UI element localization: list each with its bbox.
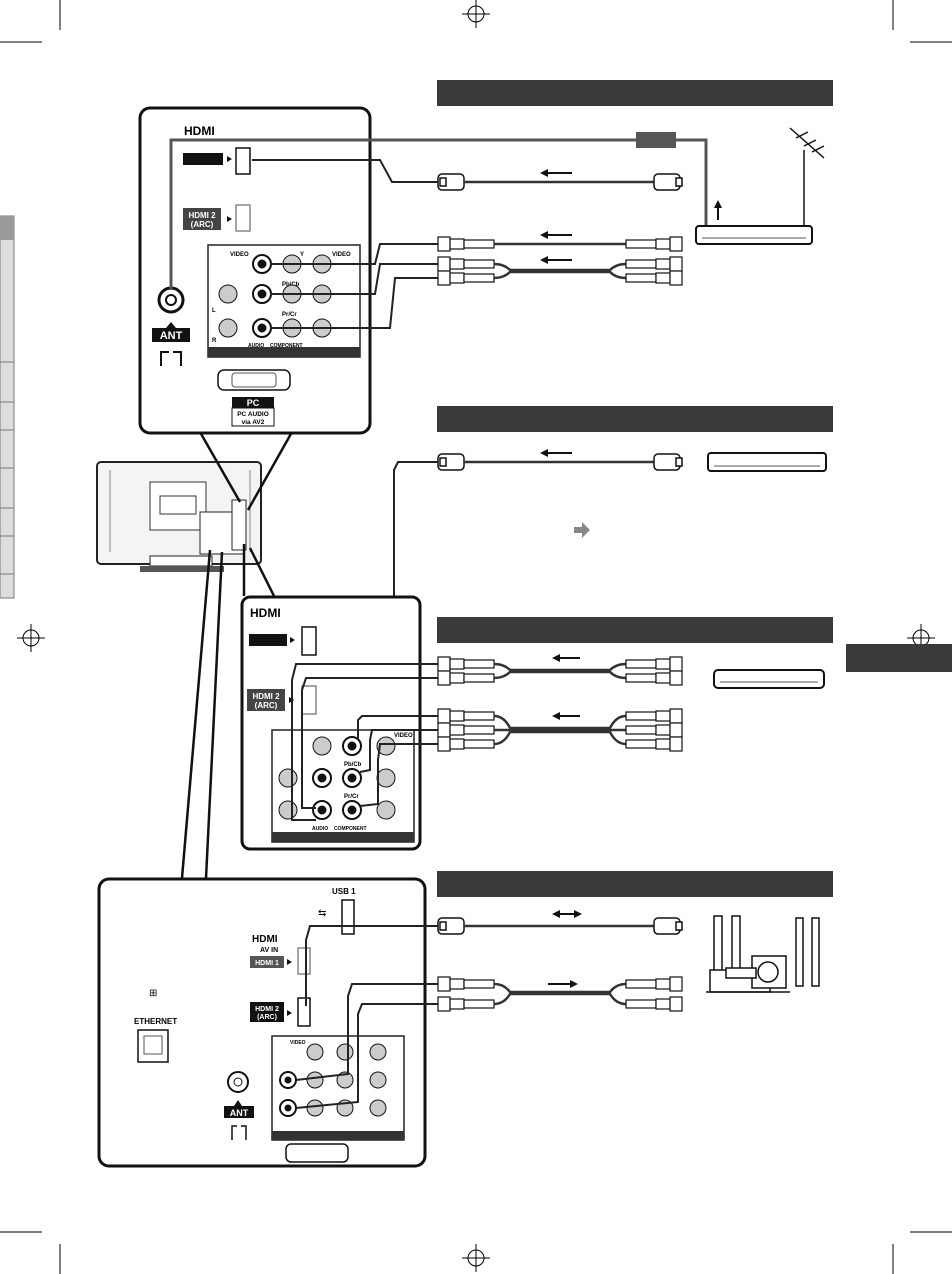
side-index-tabs xyxy=(0,215,15,599)
usb1-port[interactable] xyxy=(341,899,355,935)
hdmi1-port-c[interactable] xyxy=(297,947,311,975)
rca-jacks-b[interactable] xyxy=(278,736,396,820)
arrow-5 xyxy=(552,654,580,662)
callout-lines xyxy=(180,431,294,879)
hdmi-logo-c: HDMI xyxy=(252,934,278,945)
hdmi1-port[interactable] xyxy=(235,147,251,175)
label-video-c: VIDEO xyxy=(290,1040,306,1046)
dvd-player xyxy=(713,669,825,689)
section-bar-3 xyxy=(437,617,833,643)
panel-a-cables xyxy=(169,132,708,329)
arrow-7-bidirectional xyxy=(552,910,582,918)
rca-cable-audio-2 xyxy=(437,656,683,686)
hdmi2-c-l2: (ARC) xyxy=(257,1014,277,1021)
hdmi-logo-b: HDMI xyxy=(250,606,281,620)
rca-cable-audio-out xyxy=(437,976,683,1012)
label-l-a: L xyxy=(212,308,216,314)
rca-cable-video-1 xyxy=(437,236,683,252)
hdmi2-c-l1: HDMI 2 xyxy=(255,1006,279,1013)
arrow-1 xyxy=(540,169,572,177)
av-in-label: AV IN xyxy=(260,947,278,954)
hdmi2-port[interactable] xyxy=(235,204,251,232)
registration-mark-top xyxy=(462,0,490,28)
ethernet-label: ETHERNET xyxy=(134,1017,177,1026)
label-video-b: VIDEO xyxy=(394,733,413,739)
label-audio-a: AUDIO xyxy=(248,343,264,349)
hdmi2-port-b[interactable] xyxy=(301,685,317,715)
arrow-8 xyxy=(548,980,578,988)
label-pb-b: Pb/Cb xyxy=(344,762,362,768)
label-component-a: COMPONENT xyxy=(270,343,303,349)
antenna-icon xyxy=(789,127,825,226)
label-pr-b: Pr/Cr xyxy=(344,794,359,800)
hdmi1-port-b[interactable] xyxy=(301,626,317,656)
panel-a: HDMI HDMI 2 (ARC) VIDEO VIDEO Y Pb/Cb Pr… xyxy=(138,106,372,435)
usb1-label: USB 1 xyxy=(332,887,356,896)
registration-mark-left xyxy=(17,624,45,652)
section-bar-2 xyxy=(437,406,833,432)
section-bar-1 xyxy=(437,80,833,106)
home-theater-system xyxy=(706,915,820,993)
hdmi2-label-l2: (ARC) xyxy=(191,220,214,229)
arrow-6 xyxy=(552,712,580,720)
pc-audio-l2: via AV2 xyxy=(242,419,265,426)
side-tab-right xyxy=(846,644,952,672)
panel-b: HDMI HDMI 2 (ARC) VIDEO Pb/Cb Pr/Cr AUDI… xyxy=(240,595,438,851)
label-pr-a: Pr/Cr xyxy=(282,312,297,318)
hdmi2-b-l1: HDMI 2 xyxy=(252,692,280,701)
rca-cable-component xyxy=(437,708,683,752)
ant-label-c: ANT xyxy=(230,1108,249,1118)
hdmi2-port-c[interactable] xyxy=(297,997,311,1027)
rca-cable-audio-1 xyxy=(437,256,683,286)
pc-label-a: PC xyxy=(247,398,260,408)
arrow-4 xyxy=(540,449,572,457)
ant-label-a: ANT xyxy=(160,330,183,342)
pc-port-c[interactable] xyxy=(285,1143,349,1163)
label-y-a: Y xyxy=(300,252,304,258)
hdmi-cable-3 xyxy=(437,917,683,935)
pc-audio-l1: PC AUDIO xyxy=(237,411,269,418)
hdmi-logo: HDMI xyxy=(184,124,215,138)
label-video-a2: VIDEO xyxy=(332,252,351,258)
label-r-a: R xyxy=(212,338,217,344)
registration-mark-bottom xyxy=(462,1244,490,1272)
ethernet-icon: ⊞ xyxy=(149,988,157,999)
arrow-2 xyxy=(540,231,572,239)
ref-arrow-icon xyxy=(574,522,590,538)
arrow-3 xyxy=(540,256,572,264)
hdmi2-b-l2: (ARC) xyxy=(255,701,278,710)
label-audio-b: AUDIO xyxy=(312,826,328,832)
set-top-box xyxy=(695,200,813,245)
panel-c: USB 1 ⇆ HDMI AV IN HDMI 1 HDMI 2 (ARC) ⊞… xyxy=(97,877,438,1168)
rca-jacks-a[interactable] xyxy=(218,254,332,338)
usb-icon: ⇆ xyxy=(318,908,326,919)
hdmi2-label-l1: HDMI 2 xyxy=(188,211,216,220)
hdmi1-label-c: HDMI 1 xyxy=(255,960,279,967)
section-bar-4 xyxy=(437,871,833,897)
label-video-a: VIDEO xyxy=(230,252,249,258)
hdmi-cable-1 xyxy=(437,173,683,191)
recorder-device xyxy=(707,452,827,472)
tv-rear-view xyxy=(96,461,262,572)
label-component-b: COMPONENT xyxy=(334,826,367,832)
